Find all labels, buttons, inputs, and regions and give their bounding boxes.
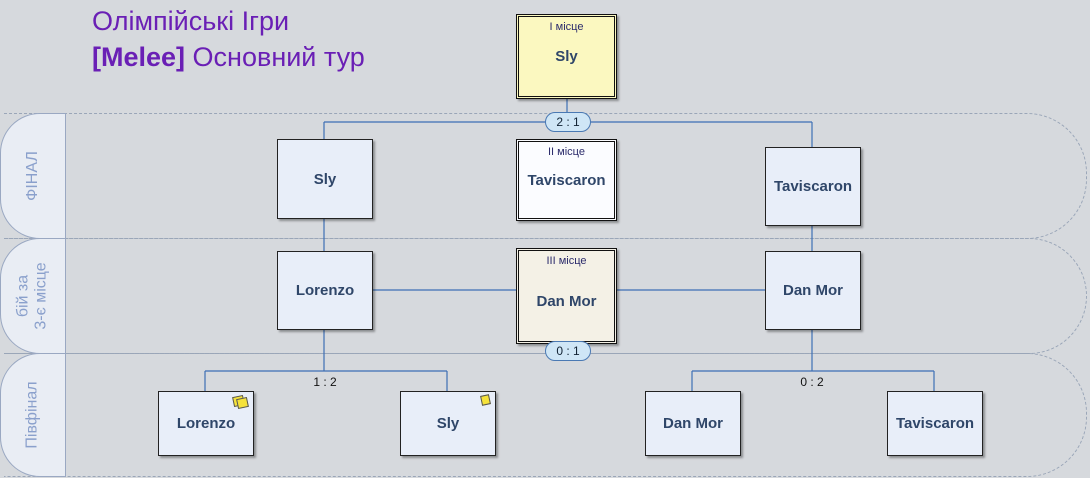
third-right-player: Dan Mor — [765, 251, 861, 330]
first-place-name: Sly — [555, 48, 578, 65]
subtitle-rest: Основний тур — [192, 42, 365, 72]
first-place-box: I місце Sly — [516, 14, 617, 99]
semi1-score: 1 : 2 — [313, 375, 337, 389]
third-place-label: III місце — [546, 255, 587, 267]
player-name: Dan Mor — [663, 415, 723, 432]
third-place-name: Dan Mor — [536, 292, 597, 310]
player-name: Sly — [436, 415, 460, 432]
player-name: Taviscaron — [773, 178, 853, 195]
subtitle-bold: [Melee] — [92, 42, 186, 72]
player-name: Sly — [313, 170, 337, 188]
yellow-card-icon — [480, 394, 491, 406]
semi1-right-player: Sly — [400, 391, 496, 456]
final-left-player: Sly — [277, 139, 373, 219]
third-left-player: Lorenzo — [277, 251, 373, 330]
player-name: Dan Mor — [783, 282, 843, 299]
third-place-box: III місце Dan Mor — [516, 248, 617, 344]
semi2-right-player: Taviscaron — [887, 391, 983, 456]
final-score: 2 : 1 — [545, 112, 591, 132]
tournament-subtitle: [Melee] Основний тур — [92, 42, 365, 73]
semi1-left-player: Lorenzo — [158, 391, 254, 456]
first-place-label: I місце — [549, 21, 584, 33]
tournament-title: Олімпійські Ігри — [92, 6, 290, 36]
player-name: Lorenzo — [176, 415, 236, 432]
second-place-label: II місце — [548, 146, 585, 158]
second-place-name: Taviscaron — [527, 171, 606, 189]
player-name: Lorenzo — [295, 282, 355, 299]
semi2-score: 0 : 2 — [800, 375, 824, 389]
semi2-left-player: Dan Mor — [645, 391, 741, 456]
final-right-player: Taviscaron — [765, 147, 861, 226]
second-place-box: II місце Taviscaron — [516, 139, 617, 221]
round-tab-final: ФІНАЛ — [0, 113, 66, 239]
third-place-score: 0 : 1 — [545, 341, 591, 361]
round-tab-semi: Півфінал — [0, 353, 66, 477]
player-name: Taviscaron — [895, 415, 975, 432]
